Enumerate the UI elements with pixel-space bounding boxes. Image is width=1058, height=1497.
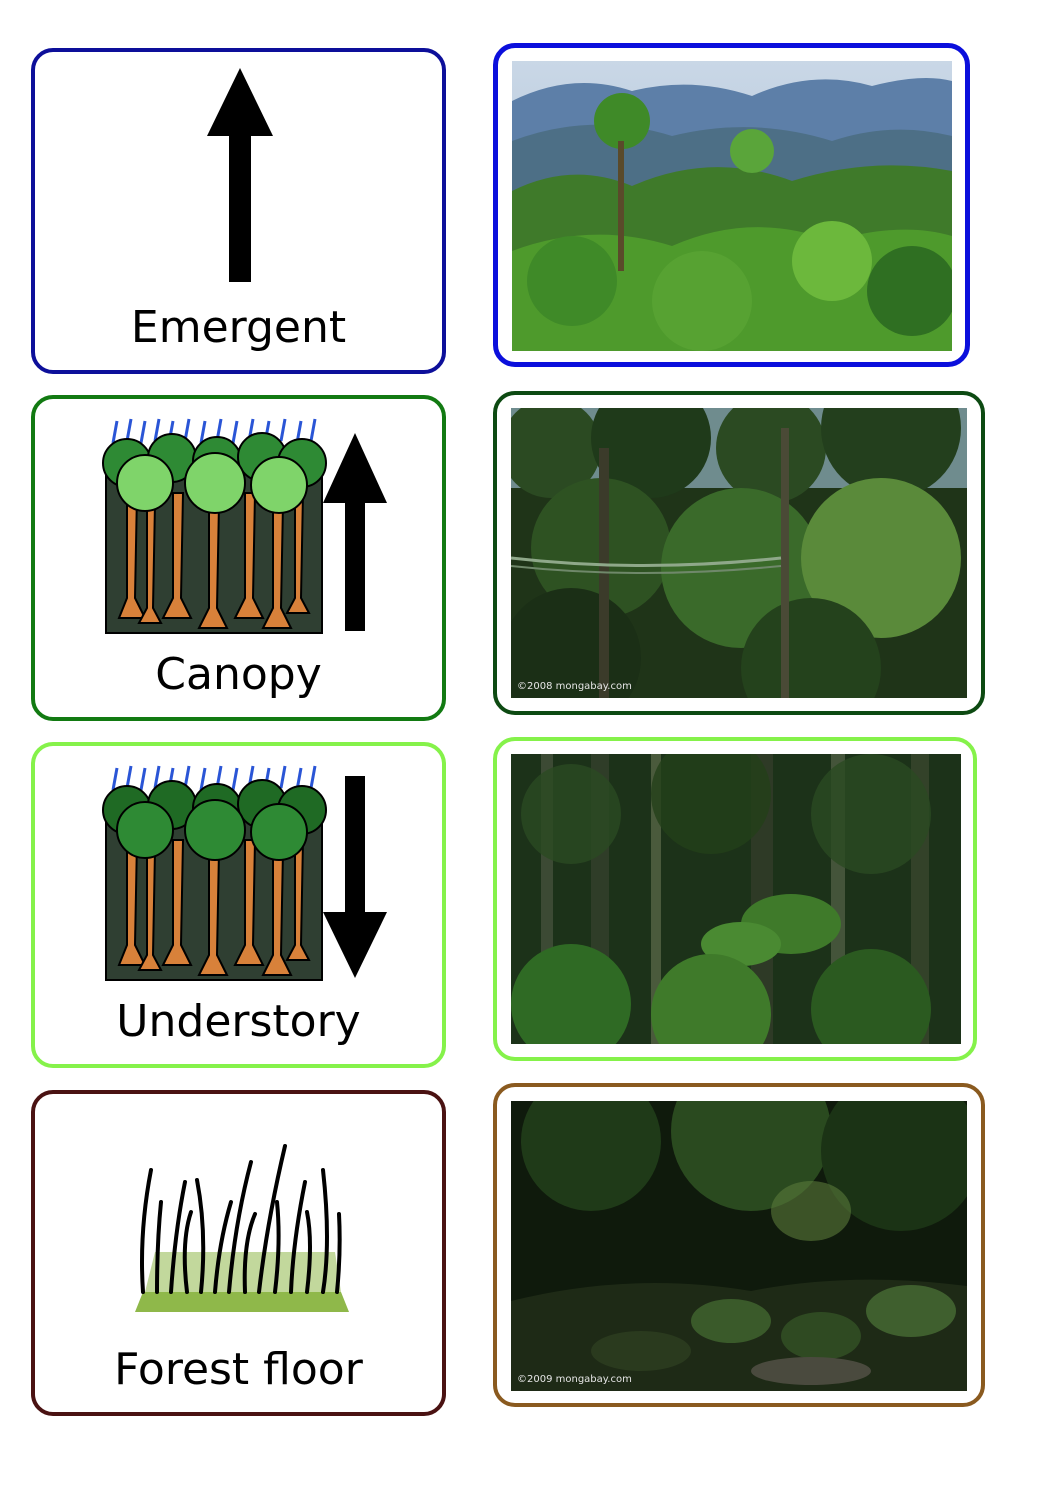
photo-credit-forest-floor: ©2009 mongabay.com	[517, 1374, 632, 1385]
up-arrow-icon	[205, 68, 275, 284]
photo-card-understory	[493, 737, 977, 1061]
emergent-layer-photo	[512, 61, 952, 351]
layer-label-emergent: Emergent	[130, 302, 347, 353]
understory-layer-photo	[511, 754, 961, 1044]
label-card-emergent: Emergent	[31, 48, 446, 374]
canopy-trees-up-arrow-icon	[97, 413, 393, 635]
photo-card-canopy: ©2008 mongabay.com	[493, 391, 985, 715]
photo-credit-canopy: ©2008 mongabay.com	[517, 681, 632, 692]
layer-label-canopy: Canopy	[155, 649, 322, 700]
grass-icon	[135, 1142, 349, 1314]
layer-label-forest-floor: Forest floor	[114, 1344, 363, 1395]
photo-card-emergent	[493, 43, 970, 367]
label-card-understory: Understory	[31, 742, 446, 1068]
layer-label-understory: Understory	[116, 996, 361, 1047]
label-card-canopy: Canopy	[31, 395, 446, 721]
understory-trees-down-arrow-icon	[97, 760, 393, 982]
photo-card-forest-floor: ©2009 mongabay.com	[493, 1083, 985, 1407]
canopy-layer-photo: ©2008 mongabay.com	[511, 408, 967, 698]
label-card-forest-floor: Forest floor	[31, 1090, 446, 1416]
forest-floor-layer-photo: ©2009 mongabay.com	[511, 1101, 967, 1391]
